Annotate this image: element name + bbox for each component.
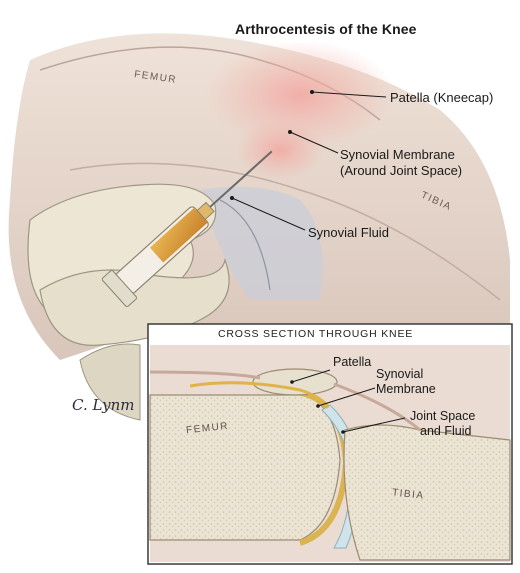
- syringe-fluid: [149, 207, 208, 263]
- needle: [209, 150, 273, 208]
- inset-label-joint-line2: and Fluid: [420, 424, 472, 438]
- syringe-plunger: [101, 270, 137, 308]
- inset-tibia: [343, 424, 511, 561]
- inset-femur: [149, 394, 341, 541]
- label-synovial-membrane-line2: (Around Joint Space): [340, 163, 463, 178]
- wrist: [79, 343, 141, 421]
- artist-signature: C. Lynm: [72, 396, 135, 414]
- label-synovial-membrane-line1: Synovial Membrane: [340, 147, 455, 162]
- inset-label-joint-line1: Joint Space: [410, 409, 476, 423]
- syringe: [101, 150, 273, 308]
- inset-label-synovial-line2: Membrane: [376, 382, 436, 396]
- inset-synovial-membrane: [189, 381, 330, 409]
- label-synovial-fluid: Synovial Fluid: [308, 225, 389, 240]
- patella-highlight: [205, 40, 395, 150]
- inset-label-patella: Patella: [333, 355, 372, 369]
- inset-title: CROSS SECTION THROUGH KNEE: [218, 328, 414, 340]
- inset-label-synovial-line1: Synovial: [376, 367, 424, 381]
- inset-patella: [252, 368, 338, 396]
- label-patella: Patella (Kneecap): [390, 90, 494, 105]
- drape: [200, 186, 323, 300]
- diagram-title: Arthrocentesis of the Knee: [235, 21, 417, 37]
